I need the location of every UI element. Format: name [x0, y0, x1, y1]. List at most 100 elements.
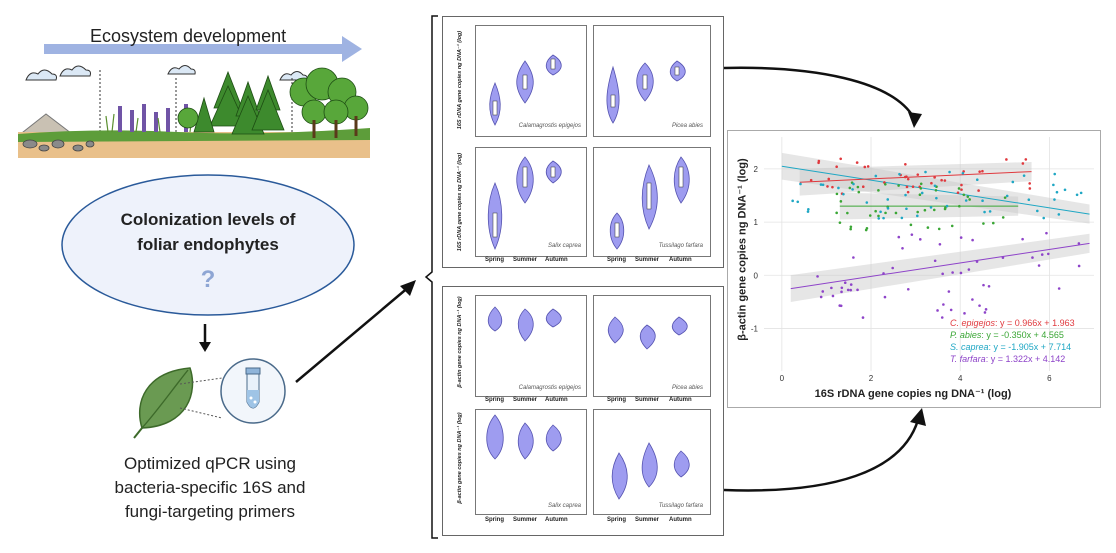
data-point — [1055, 190, 1059, 194]
species-label: Salix caprea — [547, 503, 581, 509]
data-point — [923, 208, 927, 212]
data-point — [1075, 193, 1079, 197]
data-point — [1045, 231, 1048, 235]
y-tick-label: 2 — [754, 165, 759, 174]
ecosystem-title: Ecosystem development — [90, 26, 287, 46]
data-point — [894, 211, 898, 215]
y-tick-label: 0 — [754, 271, 759, 280]
legend-species: T. farfara — [950, 354, 986, 364]
data-point — [929, 206, 933, 209]
data-point — [904, 193, 907, 197]
data-point — [1077, 242, 1081, 245]
curved-arrow-top — [722, 60, 932, 132]
data-point — [839, 157, 843, 161]
species-label: Tussilago farfara — [658, 503, 703, 509]
data-point — [817, 159, 821, 163]
data-point — [926, 226, 930, 229]
data-point — [1046, 252, 1050, 256]
data-point — [940, 316, 944, 319]
season-label: Spring — [607, 517, 626, 523]
data-point — [1027, 198, 1031, 202]
data-point — [991, 221, 995, 225]
data-point — [851, 188, 854, 191]
trend-line — [799, 171, 1032, 183]
data-point — [865, 201, 869, 204]
data-point — [1037, 264, 1041, 267]
legend-species: C. epigejos — [950, 318, 996, 328]
data-point — [846, 211, 849, 215]
data-point — [861, 185, 865, 188]
data-point — [957, 187, 961, 190]
data-point — [848, 186, 852, 190]
data-point — [924, 170, 927, 174]
data-point — [903, 175, 907, 179]
data-point — [835, 165, 838, 169]
legend-species: P. abies — [950, 330, 982, 340]
data-point — [919, 182, 923, 186]
data-point — [840, 290, 843, 294]
season-label: Summer — [635, 517, 660, 523]
down-arrow-icon — [198, 324, 212, 354]
data-point — [963, 312, 966, 315]
data-point — [920, 191, 924, 195]
data-point — [975, 178, 979, 182]
data-point — [838, 221, 842, 224]
data-point — [884, 211, 887, 215]
data-point — [1042, 216, 1046, 220]
data-point — [809, 178, 813, 182]
data-point — [1063, 188, 1067, 192]
data-point — [884, 182, 887, 186]
bracket — [424, 14, 440, 540]
season-label: Summer — [513, 517, 538, 523]
season-label: Autumn — [669, 397, 692, 403]
data-point — [837, 186, 840, 190]
curved-arrow-bottom — [722, 402, 932, 494]
dotted-connector — [176, 374, 226, 424]
violin-series — [489, 54, 562, 126]
data-point — [840, 286, 844, 290]
data-point — [981, 199, 984, 202]
data-point — [1040, 253, 1044, 256]
violin-bottom-ylabel-2: β-actin gene copies ng DNA⁻¹ (log) — [457, 412, 463, 504]
violin-plot — [593, 295, 711, 397]
data-point — [1077, 264, 1081, 268]
ecosystem-illustration — [16, 58, 370, 158]
data-point — [934, 189, 938, 192]
arrow-to-panels — [292, 278, 422, 388]
data-point — [1024, 158, 1028, 161]
data-point — [933, 176, 936, 179]
data-point — [918, 193, 922, 197]
data-point — [935, 196, 938, 200]
data-point — [819, 295, 823, 299]
data-point — [982, 222, 985, 225]
data-point — [877, 217, 881, 220]
data-point — [846, 288, 850, 292]
data-point — [861, 316, 865, 319]
x-tick-label: 2 — [869, 374, 874, 383]
data-point — [864, 228, 868, 232]
data-point — [982, 283, 985, 287]
data-point — [835, 211, 838, 215]
data-point — [988, 210, 992, 213]
season-label: Spring — [485, 257, 504, 263]
data-point — [816, 275, 819, 278]
data-point — [904, 162, 907, 166]
season-label: Summer — [513, 397, 538, 403]
y-tick-label: 1 — [754, 218, 759, 227]
data-point — [863, 165, 867, 169]
data-point — [971, 298, 974, 301]
data-point — [856, 288, 859, 292]
data-point — [905, 207, 908, 211]
data-point — [906, 190, 910, 194]
leaf-icon — [128, 362, 208, 442]
data-point — [910, 233, 914, 236]
data-point — [960, 183, 963, 187]
data-point — [807, 208, 810, 211]
trend-line — [790, 242, 1090, 290]
data-point — [883, 295, 887, 299]
data-point — [877, 214, 880, 218]
data-point — [1036, 209, 1039, 213]
data-point — [796, 200, 800, 204]
ecosystem-arrow — [42, 28, 372, 64]
data-point — [975, 260, 979, 263]
